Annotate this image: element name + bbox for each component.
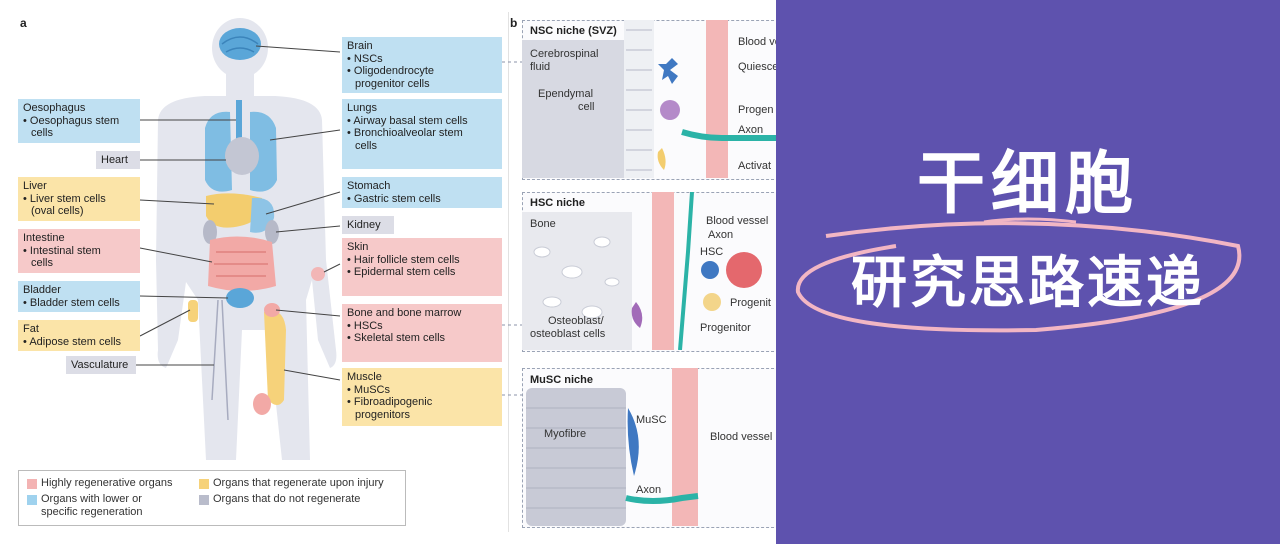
muscle-item-1: MuSCs [347, 384, 497, 397]
oesophagus-item-cont: cells [23, 127, 135, 140]
bone-item-2: Skeletal stem cells [347, 332, 497, 345]
banner-subtitle: 研究思路速递 [776, 238, 1280, 319]
nsc-quiescent-label: Quiesce [738, 61, 776, 74]
hsc-osteoblast-label-2: osteoblast cells [530, 328, 605, 341]
hsc-bone-label: Bone [530, 218, 556, 231]
intestine-item: Intestinal stem [23, 245, 135, 258]
legend-regenerate-injury: Organs that regenerate upon injury [213, 477, 384, 490]
hsc-axon-label: Axon [708, 229, 733, 242]
hsc-osteoblast-label-1: Osteoblast/ [548, 315, 604, 328]
nsc-progenitor-label: Progen [738, 104, 773, 117]
nsc-ependymal-label-1: Ependymal [538, 88, 593, 101]
fat-title: Fat [23, 323, 135, 336]
legend-swatch-pink [27, 479, 37, 489]
oesophagus-box: Oesophagus Oesophagus stem cells [18, 99, 140, 143]
hsc-blood-vessel-label: Blood vessel [706, 215, 768, 228]
musc-musc-label: MuSC [636, 414, 667, 427]
legend: Highly regenerative organs Organs that r… [18, 470, 406, 526]
musc-myofibre-label: Myofibre [544, 428, 586, 441]
figure-panel: a b [0, 0, 776, 544]
liver-title: Liver [23, 180, 135, 193]
brain-item-1: NSCs [347, 53, 497, 66]
intestine-box: Intestine Intestinal stem cells [18, 229, 140, 273]
bladder-organ [226, 288, 254, 308]
nsc-ependymal-label-2: cell [578, 101, 595, 114]
lungs-item-1: Airway basal stem cells [347, 115, 497, 128]
liver-item: Liver stem cells [23, 193, 135, 206]
legend-no-regeneration: Organs that do not regenerate [213, 493, 360, 506]
skin-title: Skin [347, 241, 497, 254]
heart-organ [225, 137, 259, 175]
brain-box: Brain NSCs Oligodendrocyte progenitor ce… [342, 37, 502, 93]
bladder-title: Bladder [23, 284, 135, 297]
muscle-item-2-cont: progenitors [347, 409, 497, 422]
musc-blood-vessel-label: Blood vessel [710, 431, 772, 444]
legend-swatch-blue [27, 495, 37, 505]
nsc-axon-label: Axon [738, 124, 763, 137]
lungs-title: Lungs [347, 102, 497, 115]
brain-item-2-cont: progenitor cells [347, 78, 497, 91]
nsc-activated-label: Activat [738, 160, 771, 173]
stomach-title: Stomach [347, 180, 497, 193]
legend-lower-regeneration: Organs with lower or [41, 493, 142, 506]
legend-highly-regenerative: Highly regenerative organs [41, 477, 172, 490]
nsc-csf-label-2: fluid [530, 61, 550, 74]
hsc-niche-title: HSC niche [530, 197, 585, 209]
hsc-progenitor-label: Progenitor [700, 322, 751, 335]
brain-organ [219, 28, 261, 60]
vasculature-box: Vasculature [66, 356, 136, 374]
intestine-item-cont: cells [23, 257, 135, 270]
bladder-item: Bladder stem cells [23, 297, 135, 310]
muscle-item-2: Fibroadipogenic [347, 396, 497, 409]
brain-item-2: Oligodendrocyte [347, 65, 497, 78]
heart-box: Heart [96, 151, 140, 169]
bone-title: Bone and bone marrow [347, 307, 497, 320]
intestine-title: Intestine [23, 232, 135, 245]
fat-item: Adipose stem cells [23, 336, 135, 349]
legend-lower-regeneration-cont: specific regeneration [41, 506, 143, 519]
lungs-item-2: Bronchioalveolar stem [347, 127, 497, 140]
skin-box: Skin Hair follicle stem cells Epidermal … [342, 238, 502, 296]
bone-box: Bone and bone marrow HSCs Skeletal stem … [342, 304, 502, 362]
hsc-progenitor-right-label: Progenit [730, 297, 771, 310]
legend-swatch-yellow [199, 479, 209, 489]
legend-swatch-grey [199, 495, 209, 505]
kidney-box: Kidney [342, 216, 394, 234]
banner-title: 干细胞 [776, 128, 1280, 227]
musc-niche-title: MuSC niche [530, 374, 593, 386]
nsc-niche-title: NSC niche (SVZ) [530, 25, 617, 37]
skin-item-1: Hair follicle stem cells [347, 254, 497, 267]
bladder-box: Bladder Bladder stem cells [18, 281, 140, 312]
bone-item-1: HSCs [347, 320, 497, 333]
stomach-item: Gastric stem cells [347, 193, 497, 206]
skin-item-2: Epidermal stem cells [347, 266, 497, 279]
lungs-item-2-cont: cells [347, 140, 497, 153]
oesophagus-item: Oesophagus stem [23, 115, 135, 128]
liver-item-cont: (oval cells) [23, 205, 135, 218]
nsc-csf-label-1: Cerebrospinal [530, 48, 598, 61]
nsc-blood-vessel-label: Blood ve [738, 36, 776, 49]
hsc-hsc-label: HSC [700, 246, 723, 259]
musc-axon-label: Axon [636, 484, 661, 497]
vasculature-title: Vasculature [71, 359, 131, 372]
brain-title: Brain [347, 40, 497, 53]
musc-niche-illustration [522, 368, 776, 526]
title-banner: 干细胞 研究思路速递 [776, 0, 1280, 544]
lungs-box: Lungs Airway basal stem cells Bronchioal… [342, 99, 502, 169]
stomach-box: Stomach Gastric stem cells [342, 177, 502, 208]
oesophagus-title: Oesophagus [23, 102, 135, 115]
muscle-box: Muscle MuSCs Fibroadipogenic progenitors [342, 368, 502, 426]
liver-box: Liver Liver stem cells (oval cells) [18, 177, 140, 221]
fat-box: Fat Adipose stem cells [18, 320, 140, 351]
kidney-title: Kidney [347, 219, 389, 232]
heart-title: Heart [101, 154, 135, 167]
muscle-title: Muscle [347, 371, 497, 384]
